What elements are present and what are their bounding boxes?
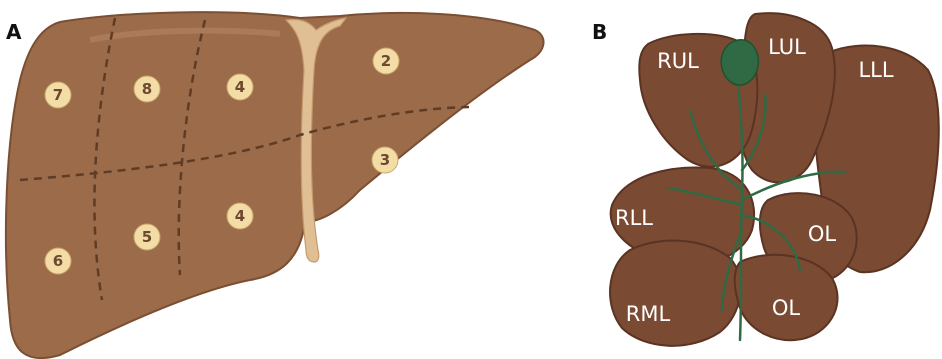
segment-number: 5 [142,228,152,246]
panel-a-letter: A [6,20,22,44]
segment-badge-7: 7 [45,82,71,108]
lobe-label-rml: RML [626,302,671,326]
panel-b: B RUL LUL LLL RLL OL [592,13,939,346]
segment-badge-3: 3 [372,147,398,173]
segment-number: 4 [235,207,245,225]
gallbladder [721,40,758,85]
segment-number: 4 [235,78,245,96]
lobe-label-lul: LUL [768,35,806,59]
lobe-label-ol-upper: OL [808,222,837,246]
panel-a: A 7 8 4 2 3 [6,12,544,358]
lobe-label-ol-lower: OL [772,296,801,320]
lobe-label-lll: LLL [858,58,893,82]
lobe-rml [610,241,741,346]
segment-badge-8: 8 [134,76,160,102]
segment-number: 7 [53,86,63,104]
segment-badge-5: 5 [134,224,160,250]
segment-number: 6 [53,252,63,270]
segment-number: 2 [381,52,391,70]
segment-badge-4-upper: 4 [227,74,253,100]
human-liver-outline [6,12,544,358]
lobe-label-rul: RUL [657,49,699,73]
segment-number: 8 [142,80,152,98]
segment-badge-2: 2 [373,48,399,74]
segment-badge-6: 6 [45,248,71,274]
segment-number: 3 [380,151,390,169]
segment-badge-4-lower: 4 [227,203,253,229]
lobe-label-rll: RLL [615,206,653,230]
panel-b-letter: B [592,20,607,44]
